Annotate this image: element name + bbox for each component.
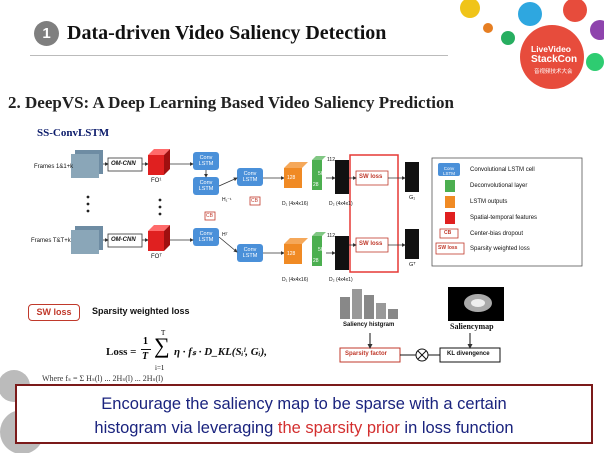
ground-truth-gt bbox=[405, 229, 419, 259]
slide-title: Data-driven Video Saliency Detection bbox=[67, 22, 387, 44]
saliency-map-st bbox=[335, 236, 349, 270]
conv-lstm-2a bbox=[237, 168, 263, 186]
legend-lstm-symbol-text: Conv LSTM bbox=[442, 166, 455, 176]
sw-loss-label-bottom: SW loss bbox=[359, 241, 383, 247]
cb-box-1 bbox=[204, 211, 216, 221]
caption-box: Encourage the saliency map to be sparse … bbox=[15, 384, 593, 444]
d2-label-bottom: D₂ (4x4x1) bbox=[329, 277, 353, 283]
dim-128-top: 128 bbox=[287, 175, 296, 181]
caption-text: Encourage the saliency map to be sparse … bbox=[17, 392, 591, 440]
slide-subtitle: 2. DeepVS: A Deep Learning Based Video S… bbox=[8, 93, 454, 112]
cb-label-1: CB bbox=[206, 213, 213, 219]
dim-56-bottom: 56 bbox=[318, 247, 324, 253]
gt-label: Gᵀ bbox=[409, 262, 416, 268]
fot-label: FOᵀ bbox=[151, 254, 162, 260]
sw-loss-description: Sparsity weighted loss bbox=[92, 306, 190, 316]
caption-highlight: the sparsity prior bbox=[277, 419, 400, 437]
g1-label: G₁ bbox=[409, 195, 416, 201]
formula-rhs: η · fₛ · D_KL(Sᵢˡ, Gᵢ), bbox=[174, 346, 268, 358]
map-label: Saliencymap bbox=[450, 322, 494, 331]
logo-line1: LiveVideo bbox=[531, 44, 571, 54]
formula-lhs: Loss = bbox=[106, 346, 137, 358]
ground-truth-g1 bbox=[405, 162, 419, 192]
sw-loss-highlight-frame bbox=[349, 154, 399, 273]
legend-item-lstm: Convolutional LSTM cell bbox=[470, 167, 535, 173]
conv-lstm-1b bbox=[193, 177, 219, 195]
formula-where-partial: Where fₛ = Σ Hₛ(l) ... 2Hₛ(l) ... 2Hₛ(l) bbox=[42, 374, 164, 383]
caption-line2: histogram via leveraging the sparsity pr… bbox=[17, 416, 591, 440]
hist-label: Saliency histgram bbox=[343, 322, 395, 328]
dim-56-top: 56 bbox=[318, 171, 324, 177]
dim-28-bottom: 28 bbox=[313, 258, 319, 264]
sw-loss-label-top: SW loss bbox=[359, 174, 383, 180]
formula-frac-num: 1 bbox=[143, 336, 148, 347]
conv-lstm-label-1b: Conv LSTM bbox=[198, 180, 214, 192]
header-divider bbox=[30, 55, 448, 56]
deconv-green-bottom bbox=[312, 236, 322, 266]
sw-loss-badge: SW loss bbox=[28, 304, 80, 321]
legend-item-lstm-outputs: LSTM outputs bbox=[470, 199, 508, 205]
formula-sum-top: T bbox=[161, 329, 166, 337]
sparsity-factor-label: Sparsity factor bbox=[345, 351, 388, 357]
formula-sum-sign: ∑ bbox=[154, 333, 170, 358]
d2-label-top: D₂ (4x4x1) bbox=[329, 201, 353, 207]
deconv-green-top bbox=[312, 160, 322, 190]
frames-top-label: Frames 1&1+k bbox=[34, 164, 74, 170]
legend-cb-symbol-text: CB bbox=[444, 230, 452, 236]
frames-bottom-label: Frames T&T+k bbox=[31, 238, 71, 244]
section-number-badge: 1 bbox=[34, 21, 59, 46]
kl-divergence-label: KL divengence bbox=[447, 351, 490, 357]
fo-feature-top bbox=[148, 155, 164, 175]
dim-112-top: 112 bbox=[327, 157, 335, 163]
dim-128-bottom: 128 bbox=[287, 251, 296, 257]
dim-28-top: 28 bbox=[313, 182, 319, 188]
conv-lstm-label-tb: Conv LSTM bbox=[198, 231, 214, 243]
dim-112-bottom: 112 bbox=[327, 233, 335, 239]
fo1-label: FO¹ bbox=[151, 178, 162, 184]
formula-frac-den: T bbox=[142, 351, 149, 362]
cb-box-2 bbox=[249, 196, 261, 206]
conv-lstm-label-2b: Conv LSTM bbox=[242, 247, 258, 259]
cb-label-2: CB bbox=[251, 198, 258, 204]
legend-symbol-sw bbox=[435, 242, 465, 255]
hidden-state-label-bottom: Hᵀ bbox=[222, 232, 228, 238]
conv-lstm-label-1a: Conv LSTM bbox=[198, 155, 214, 167]
conv-lstm-1a bbox=[193, 152, 219, 170]
fo-feature-bottom bbox=[148, 231, 164, 251]
legend-item-cb: Center-bias dropout bbox=[470, 231, 524, 237]
sparsity-diagram bbox=[339, 287, 504, 363]
architecture-diagram bbox=[71, 149, 583, 273]
caption-line1: Encourage the saliency map to be sparse … bbox=[101, 395, 507, 413]
legend-symbol-spatial bbox=[445, 212, 455, 224]
deconv-orange-top bbox=[284, 168, 302, 188]
hidden-state-label-top: H₁⁻¹ bbox=[222, 197, 232, 203]
legend-symbol-lstm-out bbox=[445, 196, 455, 208]
legend-symbol-deconv bbox=[445, 180, 455, 192]
legend-sw-symbol-text: SW loss bbox=[438, 245, 458, 251]
conference-logo bbox=[460, 0, 604, 89]
legend-symbol-cb bbox=[439, 228, 459, 239]
logo-line3: 音视频技术大会 bbox=[534, 69, 573, 75]
d1-label-top: D₁ (4x4x16) bbox=[282, 201, 309, 207]
conv-lstm-2b bbox=[237, 244, 263, 262]
deconv-orange-bottom bbox=[284, 244, 302, 264]
legend-item-spatial: Spatial-temporal features bbox=[470, 215, 538, 221]
conv-lstm-label-2a: Conv LSTM bbox=[242, 171, 258, 183]
d1-label-bottom: D₁ (4x4x16) bbox=[282, 277, 309, 283]
diagram-section-label: SS-ConvLSTM bbox=[37, 127, 110, 139]
omcnn-label-top: OM-CNN bbox=[111, 161, 136, 167]
saliency-map-s1 bbox=[335, 160, 349, 194]
legend-symbol-lstm bbox=[438, 163, 460, 176]
legend-item-sw: Sparsity weighted loss bbox=[470, 246, 530, 252]
legend-item-deconv: Deconvolutional layer bbox=[470, 183, 528, 189]
logo-line2: StackCon bbox=[531, 54, 578, 65]
caption-line2-before: histogram via leveraging bbox=[94, 419, 278, 437]
caption-line2-after: in loss function bbox=[399, 419, 514, 437]
omcnn-label-bottom: OM-CNN bbox=[111, 237, 136, 243]
conv-lstm-tb bbox=[193, 228, 219, 246]
formula-sum-bottom: i=1 bbox=[155, 364, 165, 372]
